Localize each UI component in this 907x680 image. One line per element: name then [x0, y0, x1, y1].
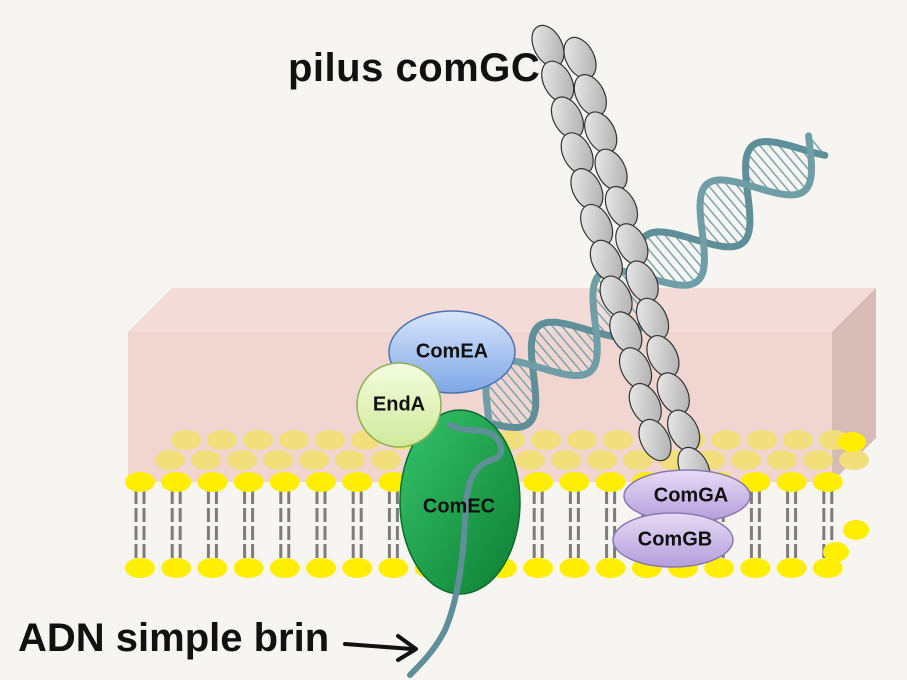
lipid-head	[523, 472, 554, 492]
lipid-head	[823, 542, 849, 562]
lipid-head-back	[207, 430, 237, 450]
dna-base-pair	[702, 189, 746, 241]
pilus-title: pilus comGC	[288, 46, 541, 90]
lipid-head-back	[279, 430, 309, 450]
comec-protein	[399, 409, 521, 595]
lipid-head	[342, 558, 373, 578]
pilus-fiber-icon	[531, 24, 711, 490]
lipid-head-back	[711, 430, 741, 450]
lipid-head-back	[747, 430, 777, 450]
dna-base-pair	[652, 231, 697, 284]
lipid-head-back	[243, 430, 273, 450]
dna-base-pair	[765, 141, 807, 190]
lipid-head	[233, 472, 264, 492]
lipid-head-back	[191, 450, 221, 470]
lipid-head	[776, 558, 807, 578]
lipid-head	[197, 472, 228, 492]
lipid-head-back	[623, 450, 653, 470]
lipid-head	[812, 558, 843, 578]
lipid-head-back	[603, 430, 633, 450]
dna-base-pair	[750, 146, 793, 196]
dna-base-pair	[485, 381, 524, 427]
lipid-head	[269, 558, 300, 578]
lipid-head-back	[371, 450, 401, 470]
lipid-head	[843, 520, 869, 540]
arrow-right-icon	[343, 634, 418, 662]
lipid-head-back	[767, 450, 797, 470]
lipid-head-back	[567, 430, 597, 450]
lipid-head	[838, 432, 866, 452]
comgb-label: ComGB	[637, 528, 713, 551]
dna-base-pair	[746, 152, 783, 195]
lipid-head-back	[335, 450, 365, 470]
dna-base-pair	[532, 335, 566, 375]
lipid-head-back	[171, 430, 201, 450]
dna-base-pair	[699, 208, 733, 248]
lipid-head	[161, 472, 192, 492]
dna-base-pair	[569, 324, 598, 358]
lipid-head-back	[315, 430, 345, 450]
lipid-head	[125, 472, 155, 492]
dna-base-pair	[713, 180, 751, 225]
lipid-head-back	[227, 450, 257, 470]
lipid-head-back	[803, 450, 833, 470]
enda-protein	[356, 362, 442, 448]
lipid-head	[233, 558, 264, 578]
dna-base-pair	[535, 328, 576, 377]
lipid-head	[812, 472, 843, 492]
lipid-head	[704, 558, 735, 578]
comec-label: ComEC	[422, 495, 496, 518]
lipid-head	[740, 472, 771, 492]
dna-base-pair	[645, 234, 689, 286]
ssdna-label: ADN simple brin	[18, 616, 330, 660]
lipid-head-back	[263, 450, 293, 470]
lipid-head-back	[531, 430, 561, 450]
dna-base-pair	[706, 183, 750, 234]
dna-base-pair	[558, 322, 596, 366]
lipid-head-back	[299, 450, 329, 470]
dna-base-pair	[661, 231, 702, 278]
lipid-head	[523, 558, 554, 578]
lipid-head	[559, 472, 590, 492]
lipid-head	[595, 472, 626, 492]
lipid-head	[342, 472, 373, 492]
comea-label: ComEA	[415, 340, 489, 363]
dna-base-pair	[485, 392, 516, 429]
lipid-head	[269, 472, 300, 492]
lipid-head	[740, 558, 771, 578]
dna-base-pair	[699, 198, 741, 246]
dna-base-pair	[756, 142, 801, 194]
dna-base-pair	[672, 233, 705, 271]
comgb-protein	[612, 512, 734, 568]
lipid-head-back	[515, 450, 545, 470]
comga-label: ComGA	[653, 484, 729, 507]
lipid-head-back	[783, 430, 813, 450]
lipid-head-back	[155, 450, 185, 470]
dna-base-pair	[548, 321, 592, 372]
single-stranded-dna-icon	[407, 422, 505, 678]
enda-label: EndA	[372, 393, 426, 416]
lipid-head-back	[731, 450, 761, 470]
lipid-head	[306, 472, 336, 492]
dna-base-pair	[540, 323, 585, 376]
lipid-head	[197, 558, 228, 578]
pilus-subunit	[638, 418, 672, 462]
lipid-head	[161, 558, 192, 578]
lipid-head	[125, 558, 155, 578]
dna-base-pair	[775, 142, 811, 183]
lipid-head-back	[551, 450, 581, 470]
lipid-head-back	[839, 450, 869, 470]
lipid-head	[559, 558, 590, 578]
lipid-head	[306, 558, 336, 578]
lipid-head	[776, 472, 807, 492]
dna-base-pair	[721, 179, 751, 213]
lipid-head	[595, 558, 626, 578]
lipid-head-back	[587, 450, 617, 470]
dna-base-pair	[745, 161, 771, 193]
lipid-head	[378, 558, 409, 578]
